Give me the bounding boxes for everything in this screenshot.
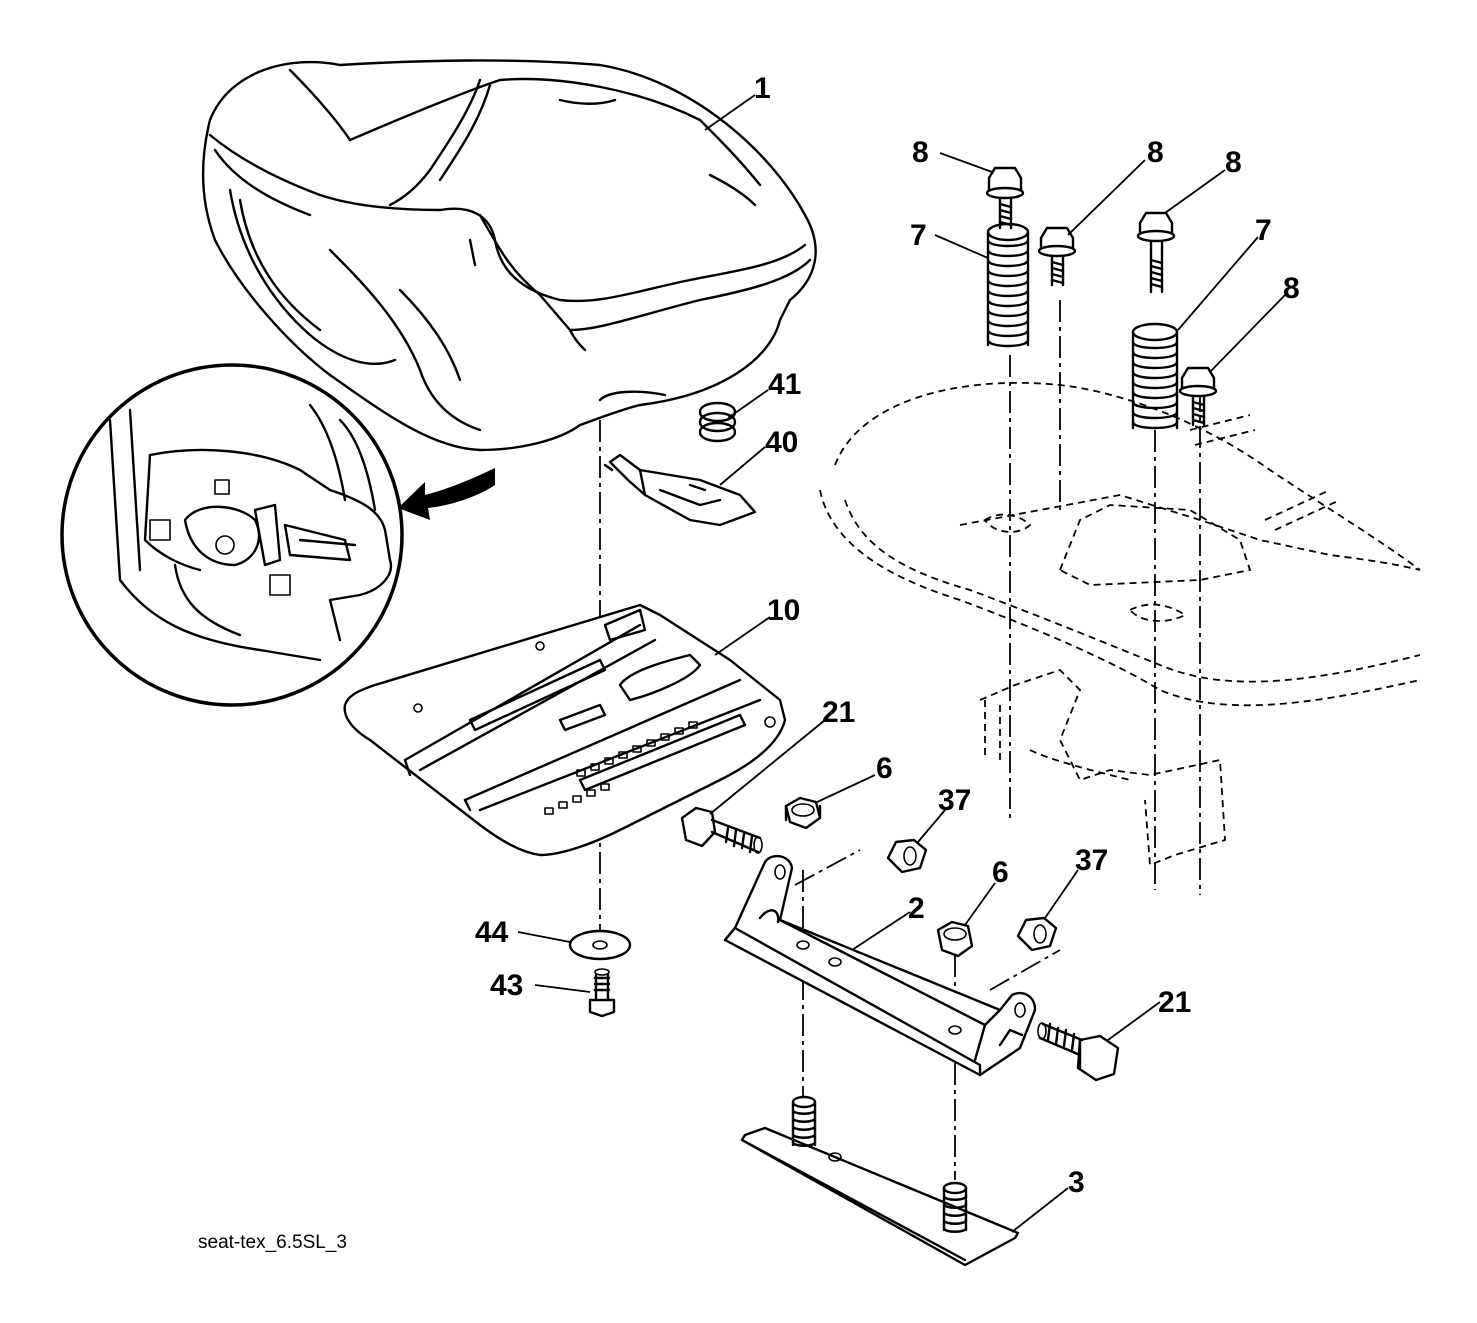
callout-2: 2 bbox=[908, 892, 925, 925]
washer bbox=[568, 929, 632, 961]
bolt-left bbox=[680, 806, 763, 854]
callout-44: 44 bbox=[475, 916, 509, 949]
callout-8-a: 8 bbox=[912, 136, 929, 169]
spring-left bbox=[986, 222, 1030, 348]
figure-reference: seat-tex_6.5SL_3 bbox=[198, 1232, 347, 1253]
callout-8-c: 8 bbox=[1225, 146, 1242, 179]
callout-21-left: 21 bbox=[822, 696, 855, 729]
bolt-right bbox=[1037, 1022, 1120, 1082]
callout-1: 1 bbox=[754, 72, 771, 105]
spring-right bbox=[1131, 322, 1179, 430]
nut-c bbox=[886, 838, 928, 874]
callout-8-d: 8 bbox=[1283, 272, 1300, 305]
nut-a bbox=[784, 796, 822, 830]
callout-8-b: 8 bbox=[1147, 136, 1164, 169]
detail-arrow bbox=[398, 468, 495, 520]
bolt-c bbox=[1136, 211, 1176, 294]
callout-6-b: 6 bbox=[992, 856, 1009, 889]
plate bbox=[740, 1095, 1020, 1267]
stud-left bbox=[791, 1095, 817, 1147]
callout-21-right: 21 bbox=[1158, 986, 1191, 1019]
bolt-a bbox=[985, 166, 1025, 230]
callout-3: 3 bbox=[1068, 1166, 1085, 1199]
nut-b bbox=[936, 920, 974, 958]
screw bbox=[588, 968, 616, 1018]
leader-lines bbox=[517, 94, 1286, 1233]
switch-plate bbox=[603, 453, 757, 527]
callout-37-a: 37 bbox=[938, 784, 971, 817]
bolt-b bbox=[1037, 226, 1077, 287]
nut-d bbox=[1016, 916, 1058, 952]
fender-outline bbox=[819, 382, 1421, 867]
callout-41: 41 bbox=[768, 368, 801, 401]
stud-right bbox=[942, 1181, 968, 1233]
bracket bbox=[723, 854, 1037, 1077]
callout-40: 40 bbox=[765, 426, 798, 459]
seat bbox=[201, 59, 817, 452]
callout-43: 43 bbox=[490, 969, 523, 1002]
small-spring bbox=[698, 401, 737, 443]
bolt-d bbox=[1178, 366, 1218, 427]
callout-10: 10 bbox=[767, 594, 800, 627]
callout-labels: 1 8 8 8 8 7 7 41 40 10 21 6 37 2 6 37 44… bbox=[475, 72, 1300, 1199]
seat-pan bbox=[343, 603, 787, 857]
detail-view bbox=[60, 363, 404, 707]
callout-37-b: 37 bbox=[1075, 844, 1108, 877]
callout-6-a: 6 bbox=[876, 752, 893, 785]
callout-7-right: 7 bbox=[1255, 214, 1272, 247]
slot-row bbox=[544, 721, 698, 815]
callout-7-left: 7 bbox=[910, 219, 927, 252]
